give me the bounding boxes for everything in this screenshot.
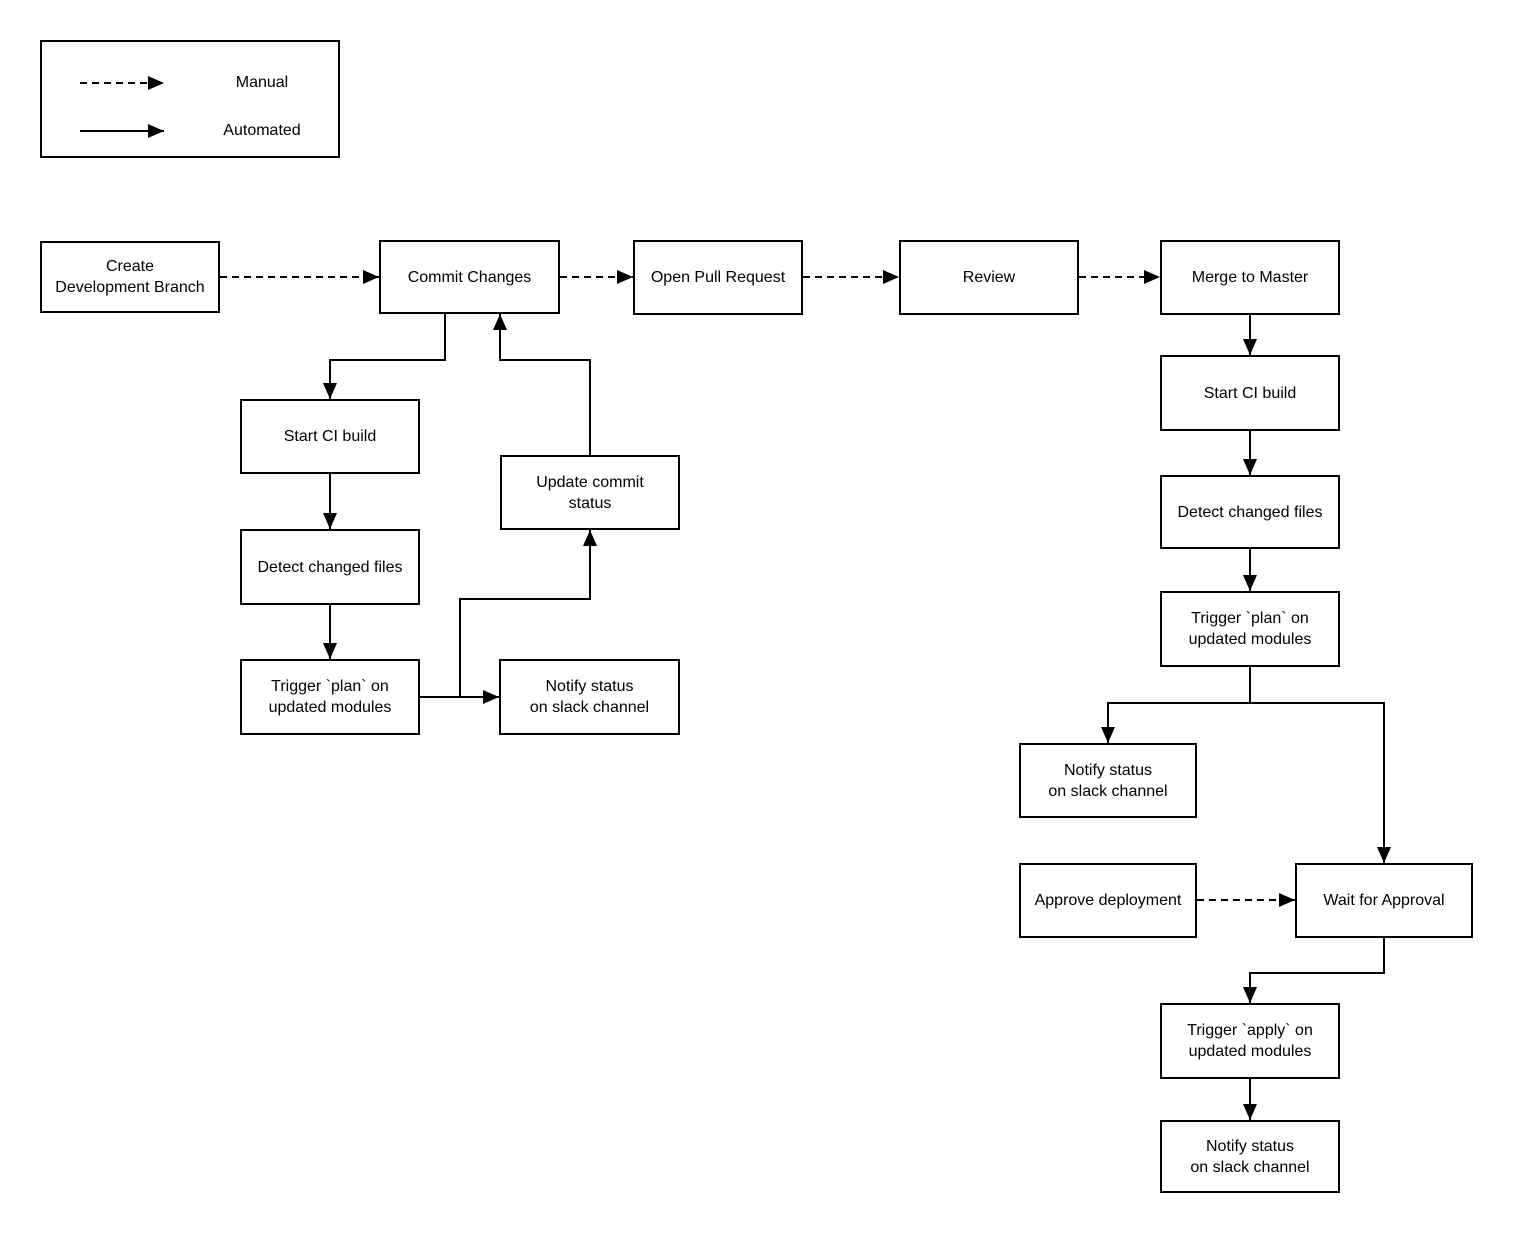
edge-commit-changes-to-start-ci-build-feature <box>323 314 446 399</box>
node-update-commit-status: Update commit status <box>500 455 680 530</box>
automated-solid-arrow-icon <box>80 124 164 138</box>
node-trigger-plan-master: Trigger `plan` on updated modules <box>1160 591 1340 667</box>
node-review: Review <box>899 240 1079 315</box>
node-start-ci-build-master: Start CI build <box>1160 355 1340 431</box>
node-open-pull-request: Open Pull Request <box>633 240 803 315</box>
legend: Manual Automated <box>40 40 340 158</box>
node-wait-for-approval: Wait for Approval <box>1295 863 1473 938</box>
legend-automated-label: Automated <box>223 122 301 139</box>
node-trigger-plan-feature: Trigger `plan` on updated modules <box>240 659 420 735</box>
node-commit-changes: Commit Changes <box>379 240 560 314</box>
edge-trigger-plan-master-to-wait-for-approval <box>1250 702 1391 863</box>
node-notify-status-feature: Notify status on slack channel <box>499 659 680 735</box>
node-merge-to-master: Merge to Master <box>1160 240 1340 315</box>
node-notify-status-plan: Notify status on slack channel <box>1019 743 1197 818</box>
node-create-development-branch: Create Development Branch <box>40 241 220 313</box>
node-detect-changed-files-master: Detect changed files <box>1160 475 1340 549</box>
legend-manual-label: Manual <box>235 74 289 91</box>
node-start-ci-build-feature: Start CI build <box>240 399 420 474</box>
node-detect-changed-files-feature: Detect changed files <box>240 529 420 605</box>
node-trigger-apply: Trigger `apply` on updated modules <box>1160 1003 1340 1079</box>
node-notify-status-apply: Notify status on slack channel <box>1160 1120 1340 1193</box>
node-approve-deployment: Approve deployment <box>1019 863 1197 938</box>
edge-update-commit-status-to-commit-changes <box>493 314 591 455</box>
edge-wait-for-approval-to-trigger-apply <box>1243 938 1385 1003</box>
manual-dashed-arrow-icon <box>80 76 164 90</box>
edge-trigger-plan-master-to-notify-status-plan <box>1101 702 1250 743</box>
